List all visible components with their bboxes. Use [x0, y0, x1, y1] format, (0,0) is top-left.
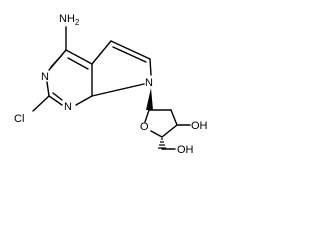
bond-c4a-c5 [91, 40, 112, 65]
bond-c2-n1 [48, 95, 63, 106]
atom-chloro: Cl [14, 113, 24, 125]
bond-c4a-c4 [65, 49, 93, 65]
bond-c5-c6-double [112, 46, 147, 63]
bond-n1-c7a [75, 95, 93, 106]
bond-n3-c2 [46, 81, 50, 97]
bond-o4prime-c1prime [144, 109, 150, 123]
bond-c3prime-c4prime [161, 124, 178, 138]
wedge-bond-n7-c1prime [146, 88, 153, 110]
atom-n3: N [41, 71, 49, 83]
bond-c4-n3-double [50, 54, 63, 68]
bond-c4a-c4-double [67, 57, 89, 70]
atom-hydroxyl-5: OH [177, 144, 194, 156]
bond-c6-n7 [149, 58, 152, 76]
bond-c2-n1-double [52, 92, 63, 101]
atom-n1: N [64, 101, 72, 113]
molecule-structure: NH2 N N N Cl O OH OH [14, 13, 208, 156]
bond-c2-cl [32, 95, 50, 112]
hash-bond-c4prime-c5prime [158, 138, 166, 149]
bond-c4prime-o4prime [150, 130, 163, 138]
atom-ring-oxygen: O [140, 121, 149, 133]
amine-label: NH2 [59, 13, 80, 27]
atom-n7: N [145, 77, 153, 89]
bond-c5-c6 [110, 40, 151, 60]
bond-n7-c7a [91, 83, 145, 97]
bond-c2prime-c3prime [170, 109, 178, 126]
atom-hydroxyl-3: OH [191, 120, 208, 132]
